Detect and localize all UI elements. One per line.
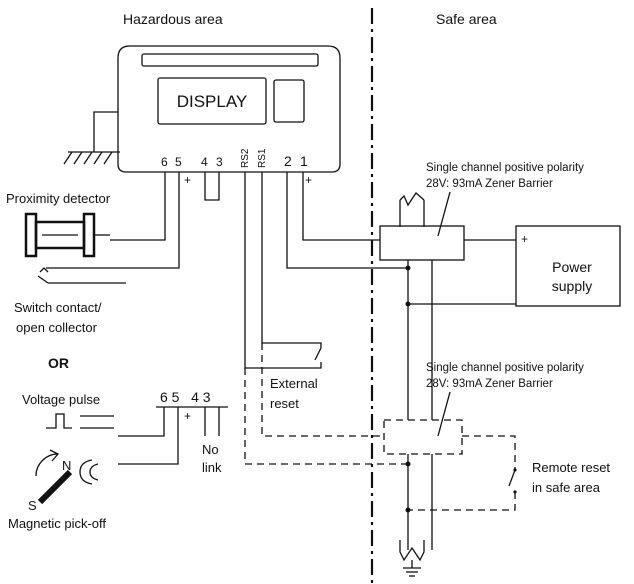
barrier-2-pointer	[437, 391, 451, 437]
power-supply-label-1: Power	[552, 259, 592, 275]
terminal-5-plus: +	[184, 173, 191, 187]
terminal-2-label: 2	[284, 153, 292, 169]
terminal-1-label: 1	[300, 153, 308, 169]
proximity-detector-label: Proximity detector	[6, 191, 111, 206]
pulse-icon	[46, 413, 114, 429]
barrier-1-pointer	[437, 191, 451, 237]
earth-break-icon	[399, 540, 425, 562]
external-reset-label-2: reset	[270, 396, 299, 411]
alt-wire-6	[118, 407, 165, 437]
barrier-1-line-1: Single channel positive polarity	[426, 162, 584, 174]
zener-barrier-1	[379, 192, 465, 261]
display-label: DISPLAY	[177, 92, 248, 111]
dashed-wire-rs1-reset	[261, 343, 384, 437]
wire-terminal-1	[302, 172, 380, 241]
safe-area-label: Safe area	[436, 11, 497, 27]
junction-dot-1	[405, 265, 411, 271]
barrier-2-line-2: 28V: 93mA Zener Barrier	[426, 378, 553, 390]
voltage-pulse-label: Voltage pulse	[22, 392, 100, 407]
zener-barrier-2	[383, 419, 463, 455]
dashed-wire-rs2-reset	[244, 368, 408, 465]
terminal-1-plus: +	[305, 173, 312, 187]
magnet-s-label: S	[28, 498, 37, 513]
alt-terminals-label: 6 5 4 3	[160, 389, 211, 405]
wire-rs2	[244, 172, 307, 369]
magnetic-pickoff-icon	[35, 449, 99, 505]
power-supply-label-2: supply	[552, 278, 592, 294]
no-link-label-1: No	[202, 442, 219, 457]
terminal-3-label: 3	[216, 155, 223, 169]
wire-terminal-2	[286, 172, 408, 269]
link-4-3	[204, 172, 220, 201]
barrier-1-line-2: 28V: 93mA Zener Barrier	[426, 178, 553, 190]
wire-terminal-5	[148, 172, 180, 269]
switch-contact-label-1: Switch contact/	[14, 300, 102, 315]
chassis-ground-icon	[63, 111, 120, 165]
magnet-n-label: N	[62, 458, 71, 473]
remote-reset-label-2: in safe area	[532, 480, 601, 495]
external-reset-label-1: External	[270, 376, 318, 391]
earth-icon	[403, 560, 421, 577]
wire-terminal-6	[148, 172, 166, 241]
junction-dot-4	[405, 507, 411, 513]
terminal-5-label: 5	[175, 155, 182, 169]
terminal-rs1-label: RS1	[257, 148, 268, 168]
barrier-2-line-1: Single channel positive polarity	[426, 362, 584, 374]
magnetic-pickoff-label: Magnetic pick-off	[8, 516, 106, 531]
power-supply-box	[515, 225, 621, 307]
alt-terminal-plus: +	[184, 409, 191, 423]
hazardous-area-label: Hazardous area	[123, 11, 223, 27]
switch-contact-label-2: open collector	[16, 320, 98, 335]
terminal-6-label: 6	[161, 155, 168, 169]
instrument-housing: DISPLAY	[117, 45, 341, 173]
no-link-label-2: link	[202, 460, 222, 475]
alt-wire-5	[118, 407, 179, 465]
terminal-rs2-label: RS2	[240, 148, 251, 168]
or-label: OR	[48, 355, 69, 371]
wire-rs1	[261, 172, 307, 344]
remote-reset-label-1: Remote reset	[532, 460, 610, 475]
power-supply-plus: +	[521, 232, 528, 246]
dashed-remote-top	[462, 435, 516, 470]
external-reset-switch	[307, 342, 322, 369]
switch-contact-icon	[37, 267, 148, 284]
proximity-detector-icon	[24, 212, 148, 258]
remote-reset-switch	[508, 468, 517, 494]
dashed-remote-bottom	[408, 492, 516, 511]
terminal-4-label: 4	[201, 155, 208, 169]
junction-dot-3	[405, 461, 411, 467]
